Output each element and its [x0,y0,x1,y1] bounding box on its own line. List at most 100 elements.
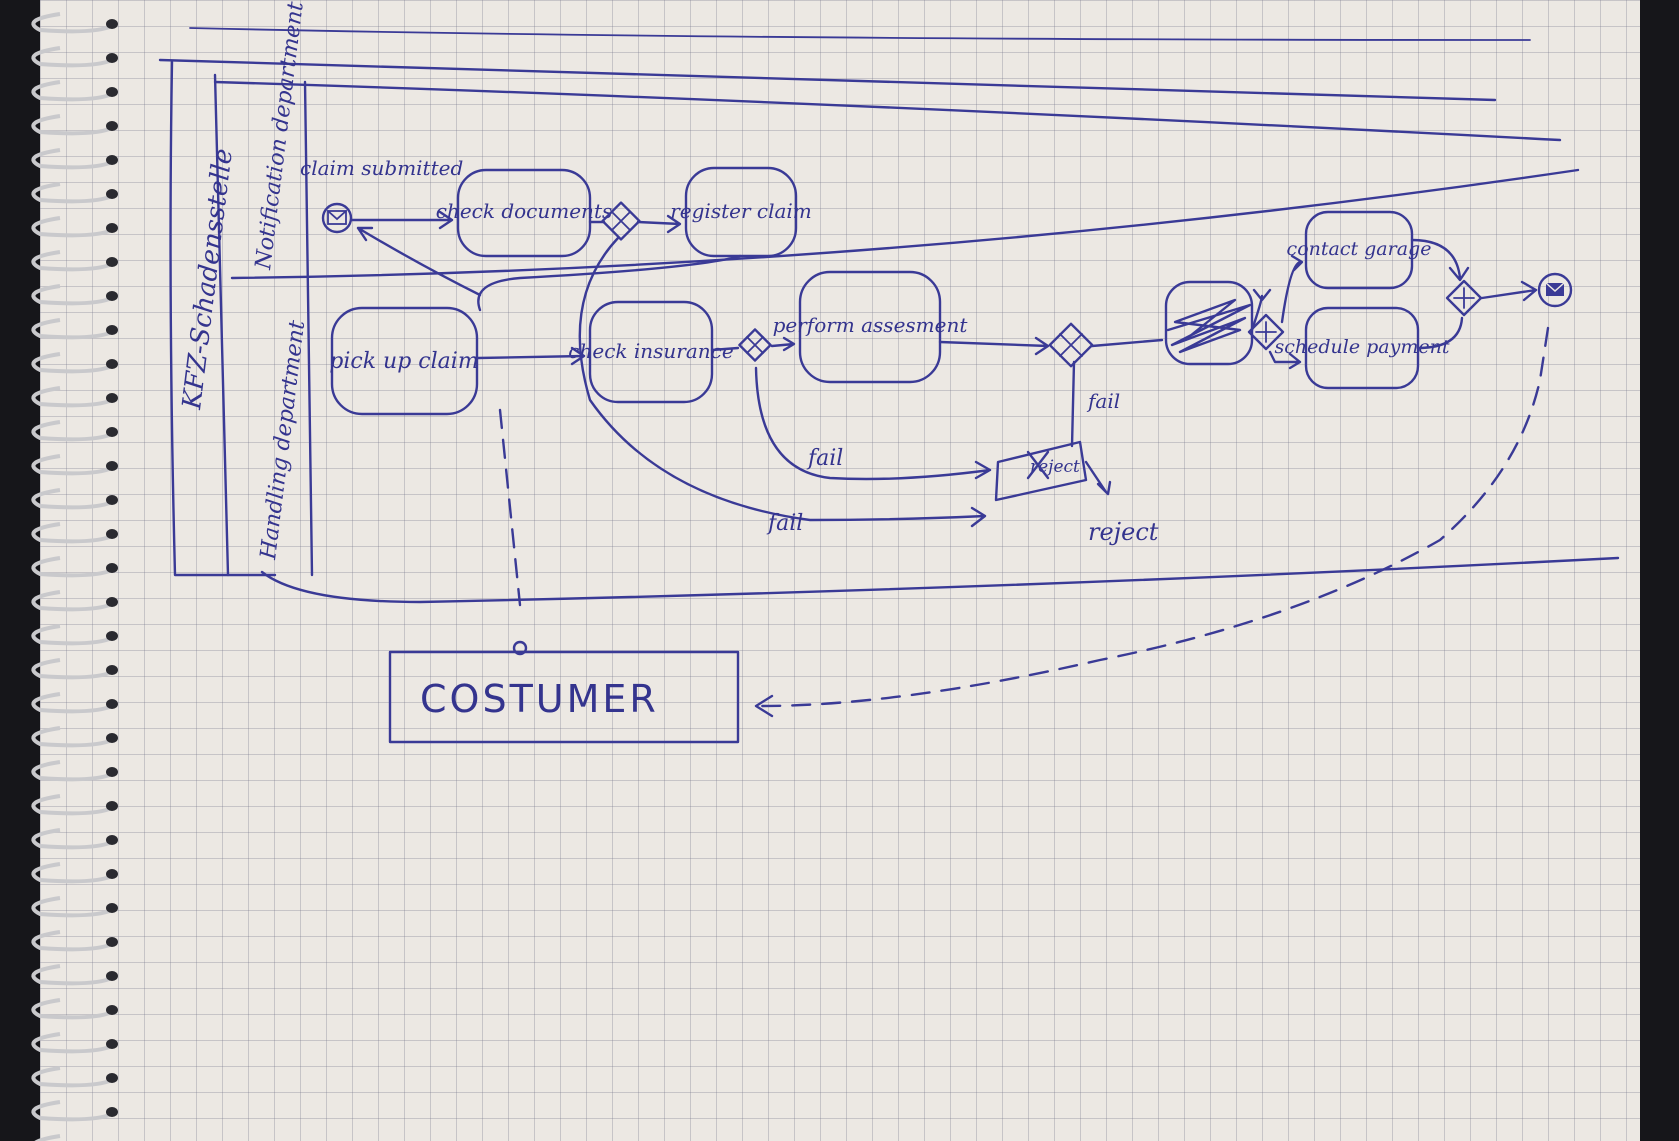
spiral-hole [106,155,118,165]
spiral-ring [31,182,113,204]
spiral-hole [106,1039,118,1049]
spiral-ring [31,590,113,612]
flow-contact-garage-to-join [1410,238,1470,282]
flow-schedule-payment-to-join [1416,316,1464,350]
spiral-hole [106,869,118,879]
spiral-hole [106,325,118,335]
flow-reject-to-reject-end [1084,460,1112,496]
pool-label: KFZ-Schadensstelle [177,147,239,412]
spiral-ring [31,216,113,238]
spiral-ring [31,80,113,102]
start-event-label: claim submitted [300,156,463,180]
task-pick-up-claim[interactable] [330,306,479,416]
spiral-ring [31,12,113,34]
spiral-ring [31,692,113,714]
spiral-hole [106,699,118,709]
spiral-hole [106,461,118,471]
spiral-hole [106,665,118,675]
task-check-insurance-label: check insurance [568,339,733,363]
task-check-documents-label: check documents [436,199,613,223]
spiral-ring [31,488,113,510]
pool-outline [169,60,277,577]
gateway-documents[interactable] [601,201,641,241]
flow-join-to-end [1480,280,1538,302]
spiral-hole [106,563,118,573]
start-event[interactable] [321,202,353,234]
pool-label-divider [213,73,230,577]
gateway-parallel-join[interactable] [1445,279,1483,317]
spiral-ring [31,930,113,952]
gateway-insurance[interactable] [738,328,772,362]
lane-label-divider [303,80,314,577]
spiral-hole [106,529,118,539]
flow-pick-up-to-check-insurance [476,346,586,366]
spiral-hole [106,257,118,267]
task-check-documents[interactable] [456,168,592,258]
task-contact-garage[interactable] [1304,210,1414,290]
spiral-hole [106,767,118,777]
flow-gateway-to-assessment [770,336,796,352]
spiral-ring [31,352,113,374]
spiral-ring [31,250,113,272]
flow-gateway-to-register [636,214,682,234]
task-reject[interactable] [994,440,1088,502]
spiral-ring [31,964,113,986]
spiral-hole [106,597,118,607]
spiral-hole [106,359,118,369]
spiral-ring [31,114,113,136]
spiral-ring [31,624,113,646]
spiral-ring [31,148,113,170]
spiral-hole [106,903,118,913]
spiral-hole [106,393,118,403]
spiral-hole [106,19,118,29]
task-check-insurance[interactable] [588,300,714,404]
spiral-ring [31,46,113,68]
spiral-hole [106,835,118,845]
envelope-icon [327,210,347,225]
flow-insurance-to-gateway [710,346,740,352]
spiral-hole [106,1073,118,1083]
customer-box[interactable] [388,650,740,744]
flow-label-fail-3: fail [1086,389,1120,413]
end-event[interactable] [1537,272,1573,308]
spiral-ring [31,522,113,544]
flow-split-to-contact-garage [1280,254,1304,324]
message-flow-end-to-customer [758,326,1550,708]
flow-assessment-to-gateway [938,336,1050,356]
spiral-hole [106,801,118,811]
spiral-hole [106,121,118,131]
spiral-ring [31,726,113,748]
spiral-hole [106,1005,118,1015]
spiral-hole [106,223,118,233]
spiral-ring [31,1032,113,1054]
task-pick-up-claim-label: pick up claim [329,349,478,374]
spiral-ring [31,1066,113,1088]
flow-label-fail-2: fail [766,511,803,536]
spiral-ring [31,454,113,476]
spiral-ring [31,386,113,408]
lane-label-handling: Handling department [256,319,310,562]
flow-split-to-schedule-payment [1268,350,1302,370]
lane-upper-top [213,80,1562,142]
envelope-filled-icon [1545,282,1565,296]
spiral-ring [34,1134,61,1141]
notebook-spiral [31,12,118,1141]
flow-scribbled-to-split [1250,288,1272,332]
flow-start-to-check-documents [350,210,454,230]
spiral-hole [106,53,118,63]
lane-divider [230,168,1580,280]
spiral-ring [31,556,113,578]
spiral-hole [106,971,118,981]
flow-register-to-pick-up [477,254,742,312]
gateway-parallel-split[interactable] [1247,313,1285,351]
task-perform-assessment[interactable] [798,270,942,384]
task-schedule-payment-label: schedule payment [1275,336,1450,358]
task-scribbled [1164,280,1254,366]
task-perform-assessment-label: perform assesment [773,313,969,337]
top-scribble-line [189,27,1531,41]
task-register-claim-label: register claim [670,199,812,223]
flow-fail-documents-to-reject [578,236,987,528]
lane-label-notification: Notification department [251,0,309,272]
gateway-assessment[interactable] [1048,322,1094,368]
